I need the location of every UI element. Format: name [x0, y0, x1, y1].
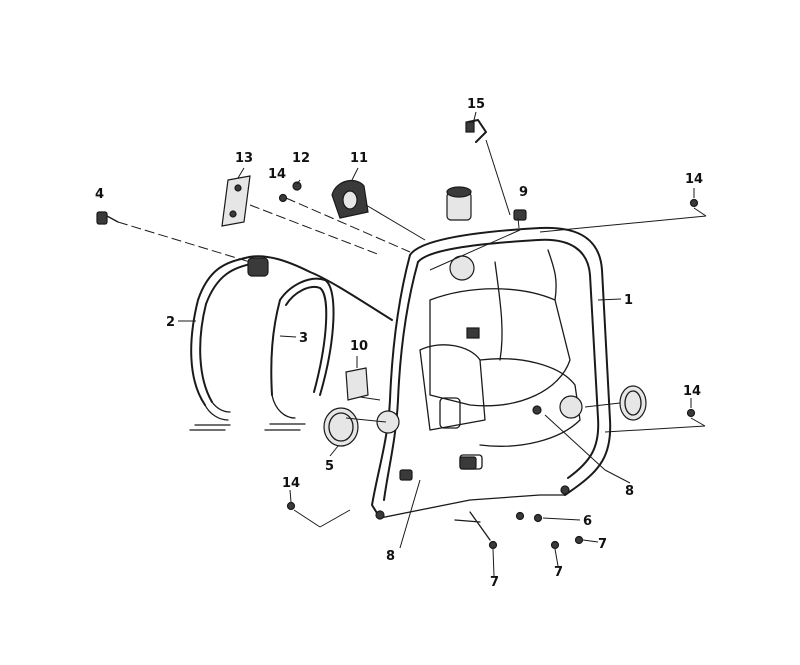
callout-1: 1: [624, 293, 633, 308]
part-9-clip: [513, 209, 527, 221]
part-8-round-cap: [619, 385, 647, 421]
callout-12: 12: [292, 151, 310, 166]
part-6-7-fasteners: [375, 456, 584, 550]
callout-8b: 8: [386, 549, 395, 564]
callout-5: 5: [325, 459, 334, 474]
callout-labels: 1 2 3 4 5 6 7 7 7 8 8 9 10 11 12 13 14 1…: [95, 97, 703, 590]
callout-14a: 14: [268, 167, 286, 182]
part-13-plate: [221, 175, 251, 227]
callout-14b: 14: [685, 172, 703, 187]
callout-14d: 14: [282, 476, 300, 491]
part-2-trim-strip: [189, 255, 393, 431]
callout-14c: 14: [683, 384, 701, 399]
part-12-screw: [292, 181, 302, 191]
callout-15: 15: [467, 97, 485, 112]
leader-lines: [117, 111, 707, 577]
part-5-round-cap: [323, 407, 359, 447]
part-4-clip: [96, 211, 119, 225]
callout-13: 13: [235, 151, 253, 166]
callout-9: 9: [519, 185, 528, 200]
callout-2: 2: [166, 315, 175, 330]
part-15-spring-clip: [465, 119, 487, 143]
part-14-bolts: [278, 193, 699, 511]
part-11-clamp: [331, 179, 369, 219]
callout-6: 6: [583, 514, 592, 529]
cylinder-part: [446, 186, 472, 221]
part-3-trim-strip: [264, 277, 335, 431]
callout-11: 11: [350, 151, 368, 166]
callout-8a: 8: [625, 484, 634, 499]
callout-3: 3: [299, 331, 308, 346]
part-10-bracket: [345, 367, 369, 401]
callout-7c: 7: [490, 575, 499, 590]
callout-10: 10: [350, 339, 368, 354]
callout-4: 4: [95, 187, 104, 202]
callout-7b: 7: [554, 565, 563, 580]
callout-7a: 7: [598, 537, 607, 552]
